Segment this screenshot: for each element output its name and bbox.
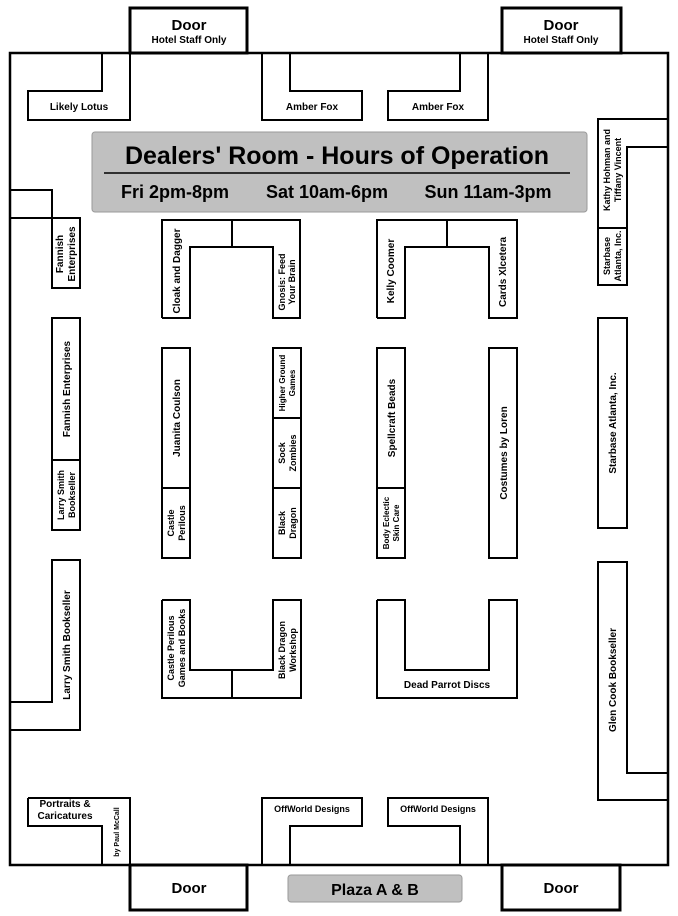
- table-starbase-big-label: Starbase Atlanta, Inc.: [608, 372, 619, 474]
- island-upper-left: Cloak and Dagger Gnosis: Feed Your Brain: [161, 219, 301, 319]
- table-starbase-big: [597, 317, 628, 529]
- door-bottom-right-label: Door: [544, 880, 579, 897]
- table-sock-zombies-label-2: Zombies: [288, 434, 298, 471]
- door-top-right-subtitle: Hotel Staff Only: [523, 35, 598, 46]
- island-lower-left: Castle Perilous Games and Books Black Dr…: [161, 599, 302, 699]
- table-castle-small-label-2: Perilous: [177, 505, 187, 541]
- door-top-right-title: Door: [544, 17, 579, 34]
- table-amber-fox-1: Amber Fox: [261, 53, 363, 121]
- table-sock-zombies-label-1: Sock: [277, 441, 287, 464]
- table-cards-xlcetera-label: Cards Xlcetera: [498, 237, 509, 307]
- table-amber-fox-1-label: Amber Fox: [286, 102, 339, 113]
- table-body-eclectic-label-2: Skin Care: [392, 504, 401, 541]
- table-larry-smith-small: [51, 459, 81, 531]
- table-portraits: Portraits & Caricatures by Paul McCall: [27, 797, 131, 866]
- table-kathy-hohman: Kathy Hohman and Tiffany Vincent: [597, 118, 668, 229]
- table-fannish-top-label-2: Enterprises: [67, 226, 78, 281]
- table-costumes-by-loren: [488, 347, 518, 559]
- table-larry-smith-big: Larry Smith Bookseller: [10, 559, 81, 731]
- table-dead-parrot-label: Dead Parrot Discs: [404, 680, 491, 691]
- door-top-left-subtitle: Hotel Staff Only: [151, 35, 226, 46]
- table-kathy-hohman-label-1: Kathy Hohman and: [602, 129, 612, 211]
- table-amber-fox-2-label: Amber Fox: [412, 102, 465, 113]
- hours-saturday: Sat 10am-6pm: [266, 182, 388, 202]
- table-black-dragon-small-label-1: Black: [277, 510, 287, 535]
- island-upper-right: Kelly Coomer Cards Xlcetera: [376, 219, 518, 319]
- table-costumes-label: Costumes by Loren: [499, 406, 510, 499]
- table-kelly-coomer-label: Kelly Coomer: [386, 239, 397, 304]
- door-bottom-left-label: Door: [172, 880, 207, 897]
- table-offworld-1: OffWorld Designs: [261, 797, 363, 865]
- door-bottom-right: Door: [500, 863, 622, 912]
- island-lower-right: Dead Parrot Discs: [376, 599, 518, 699]
- table-castle-small-label-1: Castle: [166, 509, 176, 536]
- table-starbase-small: [597, 227, 628, 286]
- door-top-left: Door Hotel Staff Only: [128, 6, 249, 55]
- table-larry-smith-small-label-1: Larry Smith: [56, 470, 66, 520]
- table-starbase-small-label-2: Atlanta, Inc.: [613, 230, 623, 281]
- table-fannish-top: Fannish Enterprises: [10, 189, 81, 289]
- table-body-eclectic-label-1: Body Eclectic: [382, 496, 391, 549]
- table-castle-big-label-1: Castle Perilous: [166, 615, 176, 680]
- table-larry-smith-small-label-2: Bookseller: [67, 471, 77, 518]
- table-castle-big-label-2: Games and Books: [177, 609, 187, 688]
- table-black-dragon-ws-label-2: Workshop: [288, 628, 298, 672]
- table-fannish-top-label-1: Fannish: [55, 235, 66, 273]
- table-likely-lotus-label: Likely Lotus: [50, 102, 109, 113]
- table-portraits-label-1: Portraits &: [39, 799, 90, 810]
- hours-banner: Dealers' Room - Hours of Operation Fri 2…: [91, 131, 588, 213]
- table-amber-fox-2: Amber Fox: [387, 53, 489, 121]
- table-glen-cook: Glen Cook Bookseller: [597, 561, 668, 801]
- table-offworld-2: OffWorld Designs: [387, 797, 489, 865]
- table-gnosis-label-2: Your Brain: [287, 259, 297, 304]
- table-body-eclectic: [376, 487, 406, 559]
- table-juanita-label: Juanita Coulson: [172, 379, 183, 457]
- hours-sunday: Sun 11am-3pm: [424, 182, 551, 202]
- door-top-right: Door Hotel Staff Only: [500, 6, 623, 55]
- door-bottom-left: Door: [128, 863, 249, 912]
- table-portraits-by-label: by Paul McCall: [114, 807, 121, 856]
- table-likely-lotus: Likely Lotus: [27, 53, 131, 121]
- table-black-dragon-ws-label-1: Black Dragon: [277, 621, 287, 679]
- plaza-label-text: Plaza A & B: [331, 882, 419, 899]
- table-offworld-1-label: OffWorld Designs: [274, 804, 350, 814]
- table-castle-perilous-small: [161, 487, 191, 559]
- table-portraits-label-2: Caricatures: [37, 811, 92, 822]
- table-offworld-2-label: OffWorld Designs: [400, 804, 476, 814]
- table-glen-cook-label: Glen Cook Bookseller: [608, 628, 619, 732]
- table-black-dragon-small-label-2: Dragon: [288, 507, 298, 539]
- room-outline: [8, 51, 670, 867]
- table-starbase-small-label-1: Starbase: [602, 237, 612, 275]
- table-spellcraft-label: Spellcraft Beads: [387, 378, 398, 457]
- hours-banner-title: Dealers' Room - Hours of Operation: [125, 142, 549, 170]
- table-higher-ground-label-2: Games: [288, 369, 297, 396]
- plaza-label: Plaza A & B: [287, 874, 463, 903]
- table-black-dragon-small: [272, 487, 302, 559]
- hours-friday: Fri 2pm-8pm: [121, 182, 229, 202]
- table-kathy-hohman-label-2: Tiffany Vincent: [613, 138, 623, 202]
- table-gnosis-label-1: Gnosis: Feed: [277, 253, 287, 310]
- table-larry-smith-big-label: Larry Smith Bookseller: [62, 590, 73, 700]
- door-top-left-title: Door: [172, 17, 207, 34]
- table-cloak-dagger-label: Cloak and Dagger: [172, 228, 183, 313]
- table-higher-ground-label-1: Higher Ground: [278, 355, 287, 412]
- table-fannish-mid-label: Fannish Enterprises: [62, 340, 73, 437]
